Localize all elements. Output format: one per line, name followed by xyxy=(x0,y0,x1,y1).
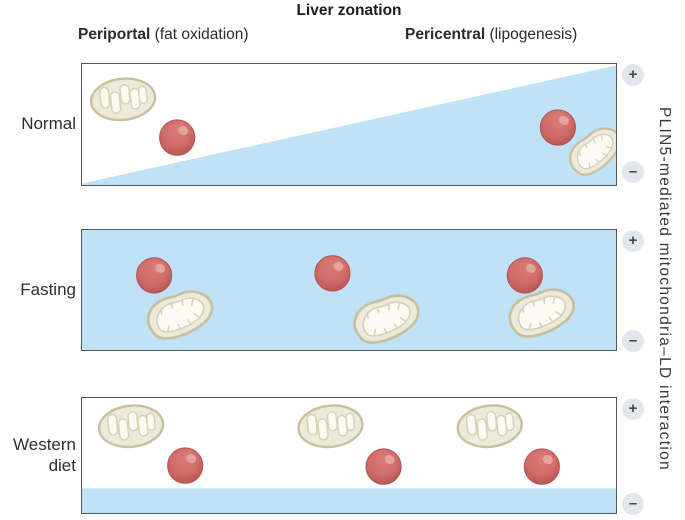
condition-row-fasting: Fasting + – xyxy=(0,229,685,352)
row-label-fasting: Fasting xyxy=(20,279,76,299)
panel-western-diet-canvas xyxy=(82,401,616,513)
plin5-gradient-strip xyxy=(82,488,616,513)
minus-icon: – xyxy=(622,493,644,515)
panel-fasting xyxy=(81,229,617,351)
zone-label-pericentral: Pericentral (lipogenesis) xyxy=(405,26,577,44)
lipid-droplet-icon xyxy=(523,448,560,485)
zone-function-periportal: (fat oxidation) xyxy=(154,26,249,43)
mitochondrion-icon xyxy=(95,401,167,452)
zone-name-pericentral: Pericentral xyxy=(405,26,486,43)
condition-row-western-diet: Western diet + – xyxy=(0,397,685,515)
condition-row-normal: Normal + – xyxy=(0,63,685,186)
plus-icon: + xyxy=(622,230,644,252)
row-label-western-diet: Western diet xyxy=(13,435,76,475)
lipid-droplet-icon xyxy=(314,255,351,292)
plus-icon: + xyxy=(622,398,644,420)
panel-normal-canvas xyxy=(82,65,616,185)
panel-normal xyxy=(81,63,617,186)
mitochondrion-icon xyxy=(87,74,159,125)
mitochondrion-icon xyxy=(295,401,366,452)
minus-icon: – xyxy=(622,330,644,352)
lipid-droplet-icon xyxy=(506,257,543,294)
lipid-droplet-icon xyxy=(136,257,173,294)
figure-title: Liver zonation xyxy=(296,2,402,19)
minus-icon: – xyxy=(622,161,644,183)
mitochondrion-icon xyxy=(454,401,525,452)
panel-fasting-canvas xyxy=(82,230,616,350)
plus-icon: + xyxy=(622,64,644,86)
zone-name-periportal: Periportal xyxy=(78,26,151,43)
panel-western-diet xyxy=(81,397,617,514)
lipid-droplet-icon xyxy=(365,448,402,485)
plin5-gradient-wedge xyxy=(82,65,616,185)
zone-function-pericentral: (lipogenesis) xyxy=(489,26,578,43)
lipid-droplet-icon xyxy=(167,447,204,484)
plin5-axis-label: PLIN5-mediated mitochondria–LD interacti… xyxy=(656,107,673,471)
lipid-droplet-icon xyxy=(539,109,576,146)
zone-label-periportal: Periportal (fat oxidation) xyxy=(78,26,249,44)
lipid-droplet-icon xyxy=(159,119,196,156)
row-label-normal: Normal xyxy=(21,114,76,134)
